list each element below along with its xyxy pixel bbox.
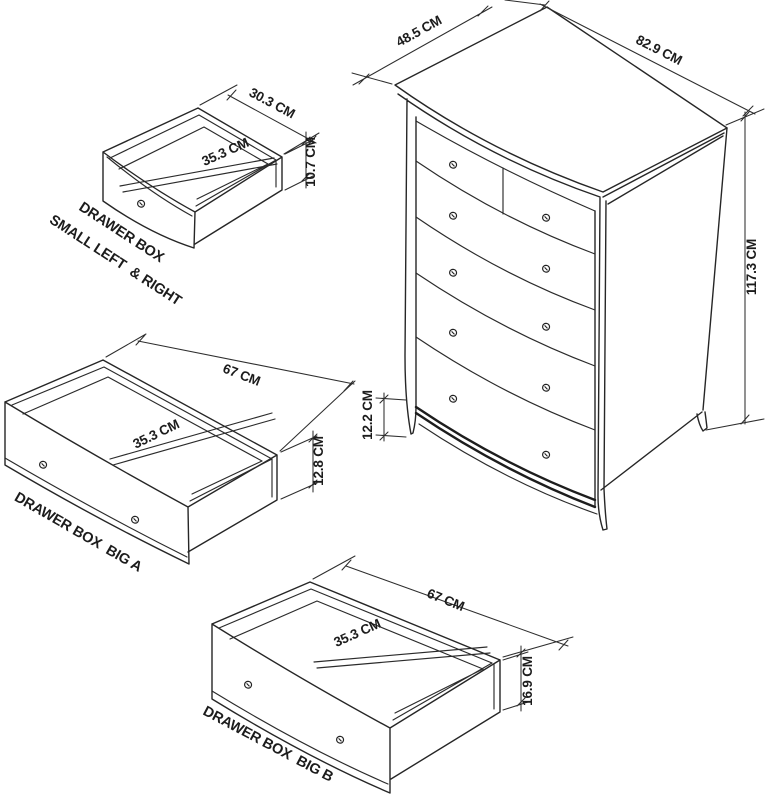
box-inner-lines: [211, 588, 495, 785]
knob-icon: [542, 450, 551, 459]
box-outline: [102, 107, 283, 249]
big-box-b-width-dimension: 67 CM: [425, 586, 467, 614]
chest-apron-edge: [418, 423, 598, 515]
knob-icon: [542, 383, 551, 392]
big-box-a-height-dimension: 12.8 CM: [311, 436, 326, 486]
chest-leg-height-dimension: 12.2 CM: [360, 390, 375, 440]
chest-width-dimension: 82.9 CM: [634, 32, 685, 68]
knob-icon: [244, 680, 253, 689]
knob-icon: [542, 264, 551, 273]
knob-icon: [336, 735, 345, 744]
chest-outline: [397, 93, 728, 531]
knob-icon: [449, 211, 458, 220]
knob-icon: [39, 460, 48, 469]
dimension-lines: [351, 0, 765, 442]
chest-height-dimension: 117.3 CM: [744, 239, 759, 295]
knob-icon: [449, 394, 458, 403]
knob-icon: [449, 268, 458, 277]
small-box-height-dimension: 10.7 CM: [303, 137, 318, 187]
chest-of-drawers-figure: 48.5 CM 82.9 CM 117.3 CM 12.2 CM: [351, 0, 765, 531]
knob-icon: [137, 199, 146, 208]
knob-icon: [542, 213, 551, 222]
chest-depth-dimension: 48.5 CM: [393, 12, 444, 49]
dimension-lines: [105, 333, 356, 500]
big-drawer-box-a-figure: 67 CM 35.3 CM 12.8 CM DRAWER BOX BIG A: [4, 333, 356, 576]
knob-icon: [542, 322, 551, 331]
chest-drawer-separators: [415, 120, 596, 431]
box-outline: [4, 359, 278, 565]
dimension-lines: [312, 555, 574, 712]
chest-bottom-rail: [414, 405, 597, 509]
small-drawer-box-figure: 30.3 CM 35.3 CM 10.7 CM DRAWER BOX SMALL…: [46, 84, 320, 309]
knob-icon: [449, 160, 458, 169]
big-box-b-depth-dimension: 35.3 CM: [331, 616, 382, 650]
big-box-b-height-dimension: 16.9 CM: [520, 656, 535, 706]
dimension-lines: [199, 84, 320, 191]
box-inner-lines: [106, 114, 278, 217]
big-box-b-label: DRAWER BOX BIG B: [200, 703, 335, 785]
box-inner-lines: [4, 366, 276, 558]
small-box-width-dimension: 30.3 CM: [247, 85, 298, 122]
big-box-a-label: DRAWER BOX BIG A: [12, 490, 146, 576]
box-outline: [211, 581, 501, 794]
knob-icon: [449, 328, 458, 337]
big-drawer-box-b-figure: 67 CM 35.3 CM 16.9 CM DRAWER BOX BIG B: [200, 555, 574, 794]
chest-top-surface: [394, 6, 728, 193]
knob-icon: [131, 515, 140, 524]
